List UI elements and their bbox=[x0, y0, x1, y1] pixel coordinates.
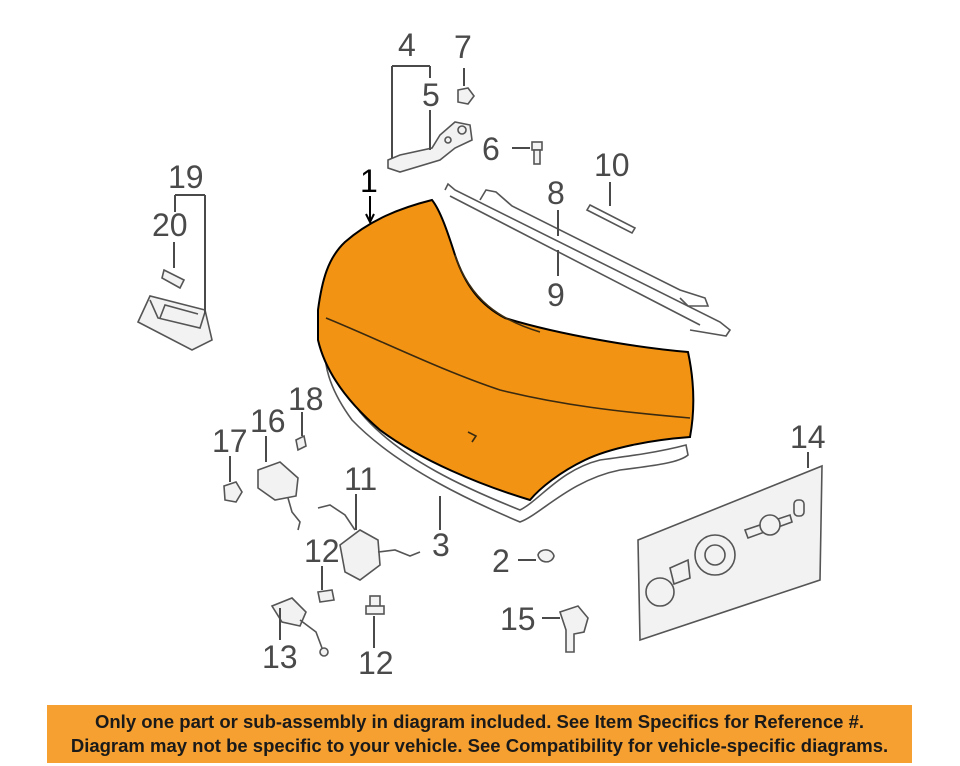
callout-3: 3 bbox=[432, 527, 450, 563]
callout-17: 17 bbox=[212, 423, 248, 459]
part-1-trunk-lid bbox=[317, 198, 695, 502]
callout-14: 14 bbox=[790, 419, 826, 455]
part-17-clip bbox=[223, 481, 243, 503]
callout-11: 11 bbox=[344, 461, 377, 497]
part-8-9-torsion-rods bbox=[444, 182, 732, 337]
part-15-striker bbox=[558, 605, 589, 653]
part-11-latch bbox=[317, 504, 421, 581]
callout-13: 13 bbox=[262, 639, 298, 675]
part-2-bumper bbox=[537, 549, 555, 563]
part-10-rod bbox=[585, 203, 637, 235]
disclaimer-line-1: Only one part or sub-assembly in diagram… bbox=[94, 711, 864, 732]
part-14-lock-set bbox=[637, 464, 823, 642]
callout-7: 7 bbox=[454, 29, 472, 65]
callout-12a: 12 bbox=[304, 533, 340, 569]
callout-5: 5 bbox=[422, 77, 440, 113]
leader-lines bbox=[173, 65, 809, 648]
callout-18: 18 bbox=[288, 381, 324, 417]
callout-19: 19 bbox=[168, 159, 204, 195]
parts-diagram: 1 2 3 4 5 6 7 8 9 10 11 12 12 13 14 15 1… bbox=[136, 27, 826, 681]
part-19-lamp-housing bbox=[136, 295, 213, 351]
part-18-clip bbox=[295, 434, 307, 452]
disclaimer-banner: Only one part or sub-assembly in diagram… bbox=[47, 705, 912, 763]
trunk-lid-panel bbox=[317, 198, 695, 502]
callout-1: 1 bbox=[360, 163, 378, 199]
callout-16: 16 bbox=[250, 403, 286, 439]
disclaimer-line-2: Diagram may not be specific to your vehi… bbox=[70, 735, 889, 756]
part-12-screw-b bbox=[365, 595, 385, 615]
part-16-actuator bbox=[257, 461, 301, 531]
part-6-bolt bbox=[531, 141, 543, 165]
callout-20: 20 bbox=[152, 207, 188, 243]
part-12-screw-a bbox=[317, 589, 335, 603]
callout-2: 2 bbox=[492, 543, 510, 579]
part-7-nut bbox=[457, 87, 475, 105]
callout-8: 8 bbox=[547, 175, 565, 211]
part-3-weatherstrip bbox=[324, 337, 689, 523]
callout-15: 15 bbox=[500, 601, 536, 637]
part-20-bulb bbox=[161, 268, 186, 290]
callout-labels: 1 2 3 4 5 6 7 8 9 10 11 12 12 13 14 15 1… bbox=[152, 27, 826, 681]
callout-12b: 12 bbox=[358, 645, 394, 681]
callout-6: 6 bbox=[482, 131, 500, 167]
part-4-hinge bbox=[387, 121, 473, 173]
callout-10: 10 bbox=[594, 147, 630, 183]
callout-4: 4 bbox=[398, 27, 416, 63]
callout-9: 9 bbox=[547, 277, 565, 313]
